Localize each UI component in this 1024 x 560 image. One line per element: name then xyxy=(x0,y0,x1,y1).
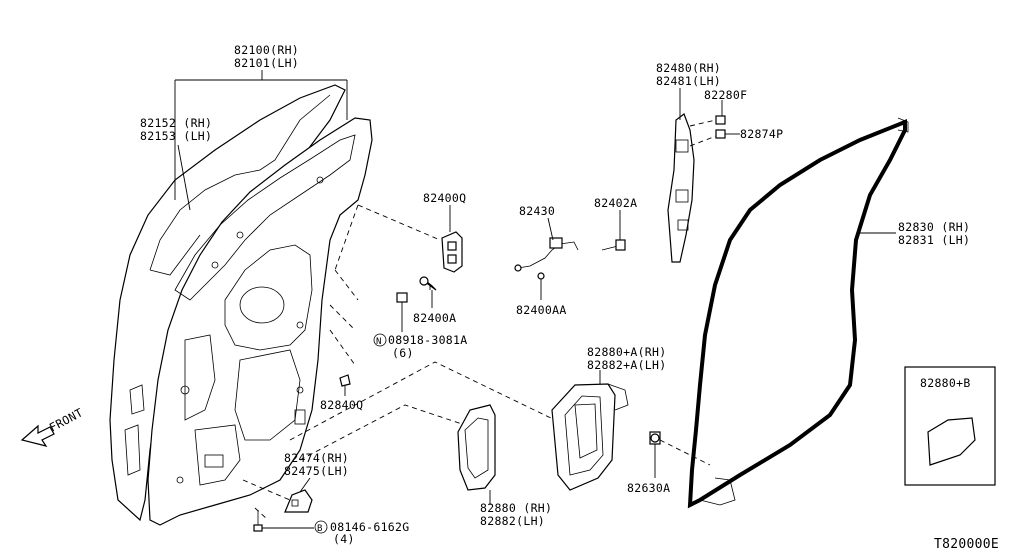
front-arrow-icon xyxy=(20,424,55,447)
bracket-82480 xyxy=(667,88,740,263)
bolt-08146 xyxy=(253,510,314,532)
label-82880: 82880 (RH) xyxy=(480,501,552,515)
label-82880a: 82880+A(RH) xyxy=(587,345,666,359)
label-82874p: 82874P xyxy=(740,127,783,141)
clip-82840q xyxy=(339,374,351,396)
label-front: FRONT xyxy=(47,405,85,434)
label-82840q: 82840Q xyxy=(320,398,363,412)
label-82481: 82481(LH) xyxy=(656,74,721,88)
inset-box-82880b xyxy=(904,366,996,486)
label-82402a: 82402A xyxy=(594,196,637,210)
label-08918-qty: (6) xyxy=(392,346,414,360)
label-82153: 82153 (LH) xyxy=(140,129,212,143)
label-08146-qty: (4) xyxy=(333,532,355,546)
diagram-id: T820000E xyxy=(934,537,999,552)
label-n-symbol: N xyxy=(376,337,382,347)
label-08918: 08918-3081A xyxy=(388,333,467,347)
label-82480: 82480(RH) xyxy=(656,61,721,75)
label-82882a: 82882+A(LH) xyxy=(587,358,666,372)
label-82430: 82430 xyxy=(519,204,555,218)
handle-bezel-82880a xyxy=(551,370,629,491)
label-b-symbol: B xyxy=(317,524,323,534)
label-82152: 82152 (RH) xyxy=(140,116,212,130)
hinge-82474 xyxy=(284,477,313,513)
label-82880b: 82880+B xyxy=(920,376,971,390)
part-labels: 82100(RH) 82101(LH) 82152 (RH) 82153 (LH… xyxy=(47,43,999,552)
label-82400aa: 82400AA xyxy=(516,303,567,317)
label-82830: 82830 (RH) xyxy=(898,220,970,234)
door-panel xyxy=(109,84,373,526)
label-08146: 08146-6162G xyxy=(330,520,409,534)
label-82475: 82475(LH) xyxy=(284,464,349,478)
weatherstrip-82830 xyxy=(687,117,909,509)
door-leaders xyxy=(174,70,348,211)
label-82630a: 82630A xyxy=(627,481,670,495)
label-82882: 82882(LH) xyxy=(480,514,545,528)
label-82831: 82831 (LH) xyxy=(898,233,970,247)
label-82280f: 82280F xyxy=(704,88,747,102)
fastener-82630a xyxy=(649,431,661,478)
label-82101: 82101(LH) xyxy=(234,56,299,70)
bolt-82402a xyxy=(601,210,626,251)
label-82474: 82474(RH) xyxy=(284,451,349,465)
dashed-lines xyxy=(242,204,711,521)
handle-82880 xyxy=(457,404,496,505)
label-82400q: 82400Q xyxy=(423,191,466,205)
label-82100: 82100(RH) xyxy=(234,43,299,57)
rod-82430 xyxy=(514,217,579,300)
lock-latch-82400q xyxy=(396,205,463,332)
label-82400a: 82400A xyxy=(413,311,456,325)
